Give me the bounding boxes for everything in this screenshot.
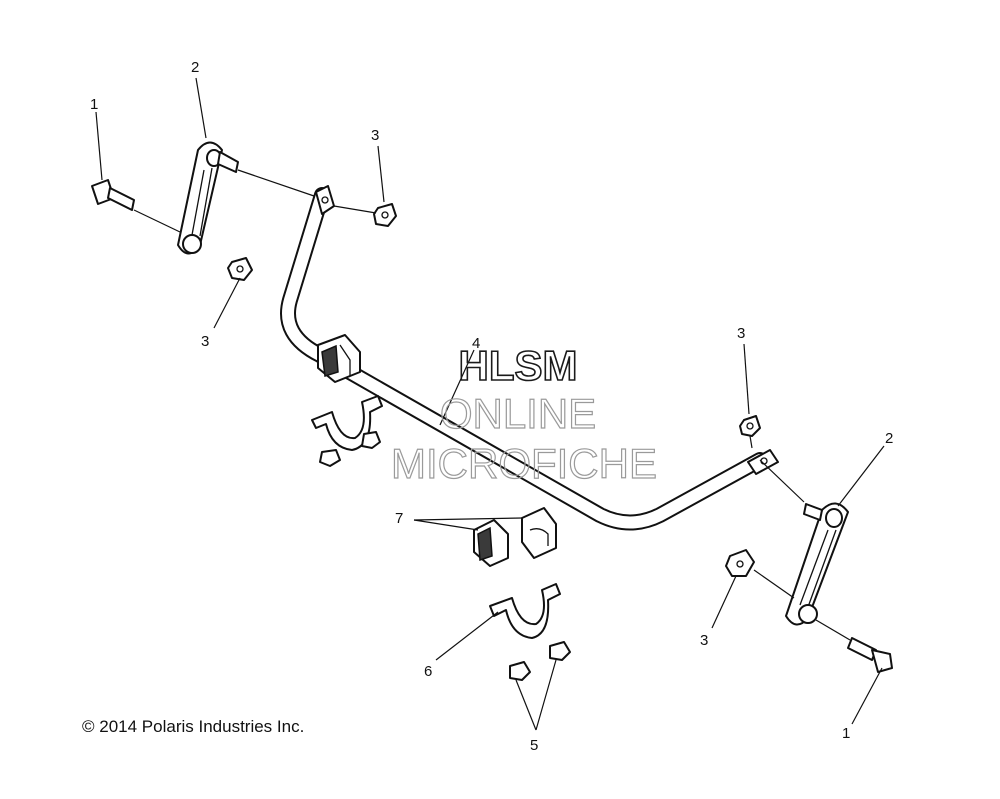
callout-7: 7 — [395, 510, 403, 527]
right-upper-nut — [739, 415, 761, 437]
callout-1-right: 1 — [842, 725, 850, 742]
watermark-line-2: ONLINE — [440, 390, 596, 437]
callout-3-top: 3 — [371, 127, 379, 144]
callout-2-left: 2 — [191, 59, 199, 76]
watermark: HLSM ONLINE MICROFICHE — [390, 341, 657, 487]
stabilizer-bar — [280, 185, 779, 531]
copyright-text: © 2014 Polaris Industries Inc. — [82, 717, 304, 736]
nut-5-left — [509, 661, 531, 681]
left-link — [177, 141, 239, 255]
assembly-lines — [133, 169, 851, 641]
callout-3-right-top: 3 — [737, 325, 745, 342]
upper-clamp-nut-a — [361, 431, 381, 449]
nut-5-right — [549, 641, 571, 661]
callout-2-right: 2 — [885, 430, 893, 447]
callout-3-left: 3 — [201, 333, 209, 350]
bushing-left — [473, 519, 509, 567]
right-lower-nut — [725, 549, 755, 577]
left-lower-nut — [227, 257, 253, 281]
callout-1-left: 1 — [90, 96, 98, 113]
bar-bushing — [317, 334, 361, 383]
callout-4: 4 — [472, 335, 480, 352]
upper-clamp-nut-b — [319, 449, 341, 467]
callout-3-right-bottom: 3 — [700, 632, 708, 649]
callout-5: 5 — [530, 737, 538, 754]
callouts: 1 2 3 3 4 3 2 7 3 6 1 5 — [90, 59, 893, 754]
leader-lines — [95, 77, 885, 731]
right-link — [785, 502, 849, 626]
callout-6: 6 — [424, 663, 432, 680]
right-bolt — [847, 637, 893, 673]
lower-clamp — [489, 583, 561, 639]
left-bolt — [91, 179, 135, 211]
left-upper-nut — [373, 203, 397, 227]
bushing-right — [521, 507, 557, 559]
watermark-line-3: MICROFICHE — [391, 440, 657, 487]
watermark-line-1: HLSM — [459, 342, 578, 389]
